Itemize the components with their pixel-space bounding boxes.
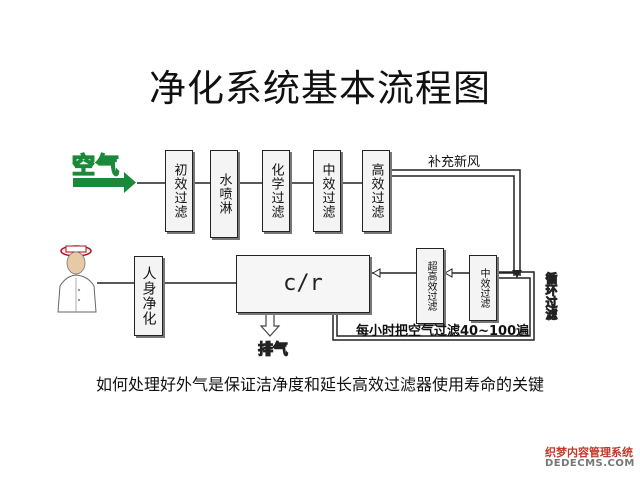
hepa-filter-box: 高效过滤 xyxy=(362,150,390,232)
primary-filter-label: 初效过滤 xyxy=(171,163,187,219)
personnel-clean-box: 人身净化 xyxy=(134,256,163,336)
medium-filter-label: 中效过滤 xyxy=(319,163,335,219)
ultra-hepa-label: 超高效过滤 xyxy=(425,261,436,311)
worker-icon xyxy=(57,245,97,313)
watermark-line1: 织梦内容管理系统 xyxy=(545,446,633,459)
hepa-filter-label: 高效过滤 xyxy=(368,163,384,219)
exhaust-label: 排气 xyxy=(257,340,289,359)
chemical-filter-box: 化学过滤 xyxy=(262,150,290,232)
inlet-arrow-icon xyxy=(73,172,136,193)
bottom-row-links xyxy=(97,271,535,341)
caption: 如何处理好外气是保证洁净度和延长高效过滤器使用寿命的关键 xyxy=(95,375,544,394)
exhaust-arrow-icon xyxy=(259,311,281,337)
filtration-rate-label: 每小时把空气过滤40~100遍 xyxy=(356,324,530,339)
clean-room-box xyxy=(236,255,370,313)
page-title: 净化系统基本流程图 xyxy=(149,67,491,110)
top-row-links xyxy=(137,169,522,278)
chemical-filter-label: 化学过滤 xyxy=(268,163,284,219)
recycle-filter-label: 循环过滤 xyxy=(544,272,559,321)
recirc-medium-filter-box: 中效过滤 xyxy=(469,255,497,321)
air-inlet-label: 空气 xyxy=(71,152,120,180)
watermark-line2: DEDECMS.COM xyxy=(545,458,635,469)
personnel-clean-label: 人身净化 xyxy=(140,266,157,326)
water-spray-label: 水喷淋 xyxy=(216,173,232,215)
ultra-hepa-box: 超高效过滤 xyxy=(416,248,444,324)
clean-room-label: c/r xyxy=(283,270,323,296)
fresh-air-label: 补充新风 xyxy=(428,155,481,170)
recirc-medium-filter-label: 中效过滤 xyxy=(478,268,489,308)
primary-filter-box: 初效过滤 xyxy=(165,150,193,232)
water-spray-box: 水喷淋 xyxy=(210,150,238,238)
medium-filter-box: 中效过滤 xyxy=(313,150,341,232)
